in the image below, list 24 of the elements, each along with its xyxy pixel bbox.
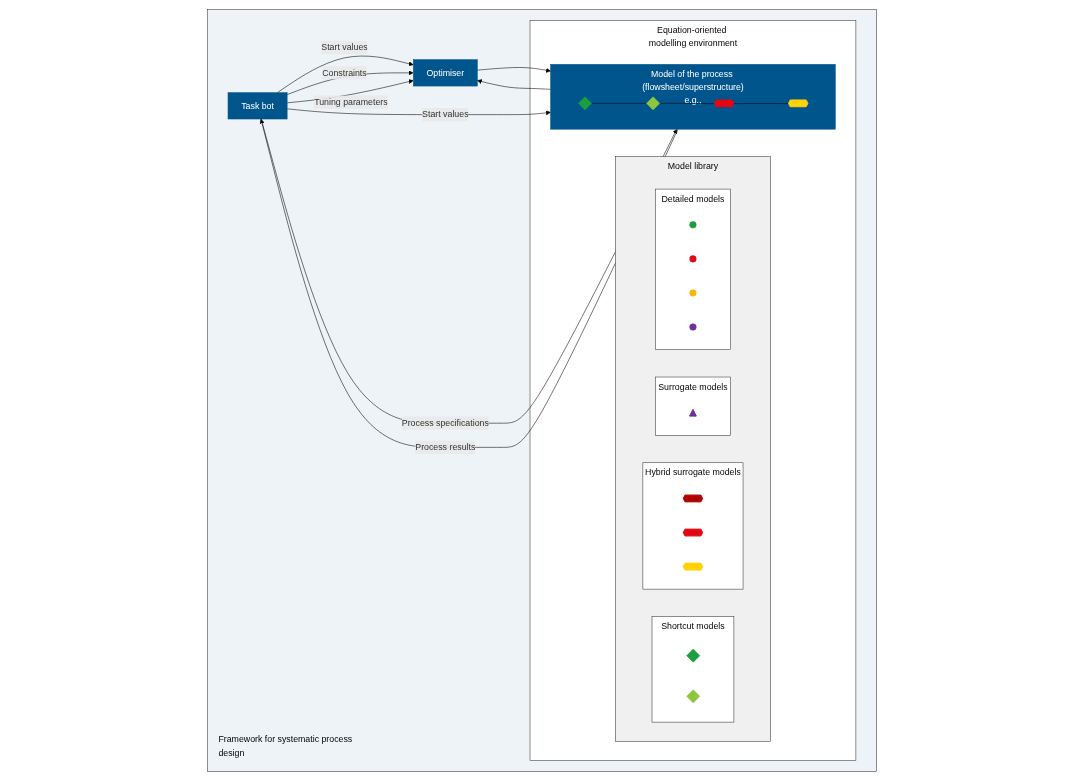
node-circle	[688, 221, 697, 229]
node-diamond	[685, 648, 700, 663]
node-circle	[688, 255, 697, 263]
edge-label: Process specifications	[401, 418, 489, 428]
node-circle	[688, 323, 697, 331]
edge-label: Start values	[421, 109, 469, 120]
node-circle	[688, 289, 697, 297]
node-diamond	[645, 96, 660, 111]
edge-label: Tuning parameters	[313, 97, 388, 107]
node-box: Task bot	[227, 92, 287, 120]
connector	[733, 103, 789, 104]
connector	[658, 103, 715, 104]
cluster: Surrogate models	[654, 376, 731, 436]
cluster: Shortcut models	[651, 616, 734, 723]
cluster: Hybrid surrogate models	[642, 462, 743, 590]
cluster: Detailed models	[654, 188, 731, 350]
node-box: Optimiser	[412, 59, 478, 87]
node-diamond	[577, 96, 592, 111]
edge-label: Constraints	[321, 67, 367, 78]
cluster: Model of the process (flowsheet/superstructure) e.g.,	[549, 64, 836, 130]
node-diamond	[685, 689, 700, 704]
edge-label: Start values	[320, 42, 368, 52]
connector	[590, 103, 647, 104]
edge-label: Process results	[414, 442, 475, 452]
